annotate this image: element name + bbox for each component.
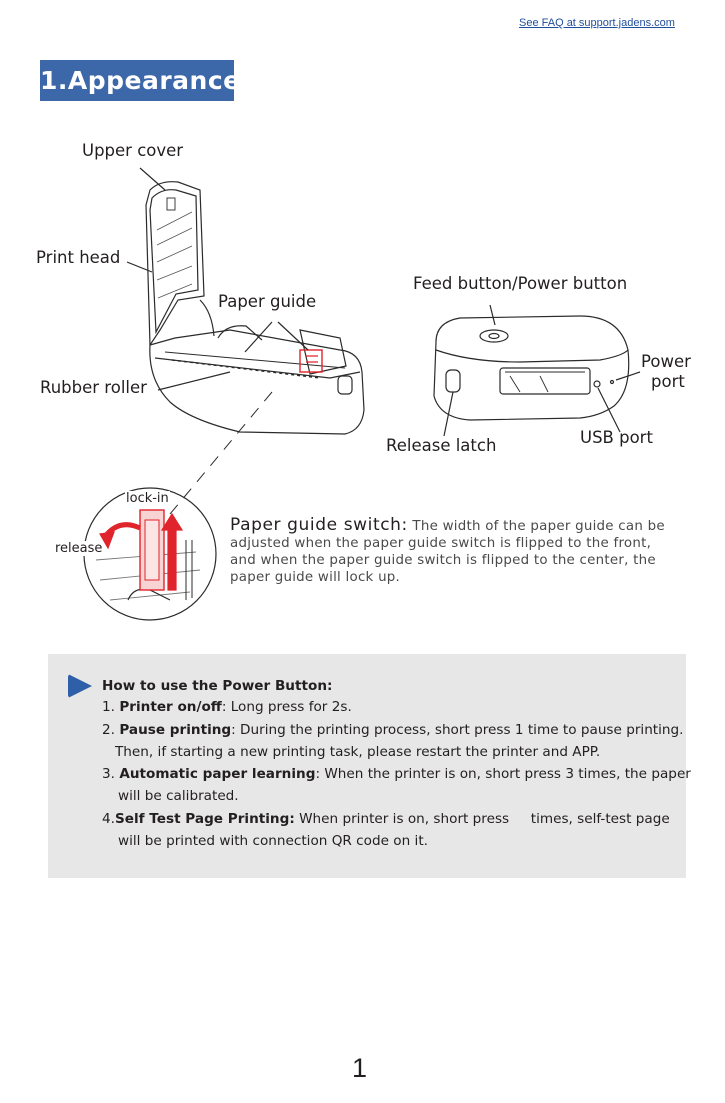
item-title: Self Test Page Printing: (114, 811, 295, 827)
paper-guide-switch-description: Paper guide switch: The width of the pap… (230, 517, 670, 586)
play-arrow-icon (68, 674, 92, 698)
item-text: : During the printing process, short pre… (231, 722, 684, 738)
item-title: Automatic paper learning (119, 766, 316, 782)
item-number: 2. (102, 722, 115, 738)
power-port-label-line2: port (651, 372, 685, 391)
faq-link[interactable]: See FAQ at support.jadens.com (519, 17, 675, 29)
print-head-label: Print head (36, 248, 121, 267)
item-number: 4. (102, 811, 115, 827)
list-item-continuation: will be calibrated. (118, 788, 239, 804)
closed-printer-illustration (433, 304, 641, 437)
item-title: Printer on/off (119, 699, 222, 715)
list-item: 4.Self Test Page Printing: When printer … (102, 811, 670, 827)
item-title: Pause printing (119, 722, 232, 738)
item-number: 3. (102, 766, 115, 782)
power-port-label-line1: Power (641, 352, 691, 371)
paper-guide-switch-detail (83, 487, 217, 621)
list-item-continuation: will be printed with connection QR code … (118, 833, 428, 849)
release-latch-label: Release latch (386, 436, 497, 455)
paper-guide-switch-text: The width of the paper guide can be adju… (230, 519, 665, 585)
item-text: : Long press for 2s. (221, 699, 352, 715)
rubber-roller-label: Rubber roller (40, 378, 147, 397)
item-text: When printer is on, short press times, s… (294, 811, 670, 827)
upper-cover-label: Upper cover (82, 141, 184, 160)
lock-in-label: lock-in (125, 491, 170, 506)
power-button-info-box: How to use the Power Button: 1. Printer … (48, 654, 691, 878)
list-item: 1. Printer on/off: Long press for 2s. (102, 699, 352, 715)
section-title: 1.Appearance (40, 60, 240, 101)
item-text: : When the printer is on, short press 3 … (315, 766, 691, 782)
paper-guide-label: Paper guide (218, 292, 317, 311)
list-item-continuation: Then, if starting a new printing task, p… (115, 744, 601, 760)
feed-button-label: Feed button/Power button (413, 274, 628, 293)
item-number: 1. (102, 699, 115, 715)
printer-illustrations (83, 167, 641, 621)
usb-port-label: USB port (580, 428, 653, 447)
paper-guide-switch-heading: Paper guide switch: (230, 515, 408, 535)
page-number: 1 (352, 1053, 368, 1083)
open-printer-illustration (126, 167, 365, 521)
power-button-heading: How to use the Power Button: (102, 678, 333, 694)
list-item: 3. Automatic paper learning: When the pr… (102, 766, 691, 782)
release-label: release (54, 541, 104, 556)
list-item: 2. Pause printing: During the printing p… (102, 722, 683, 738)
